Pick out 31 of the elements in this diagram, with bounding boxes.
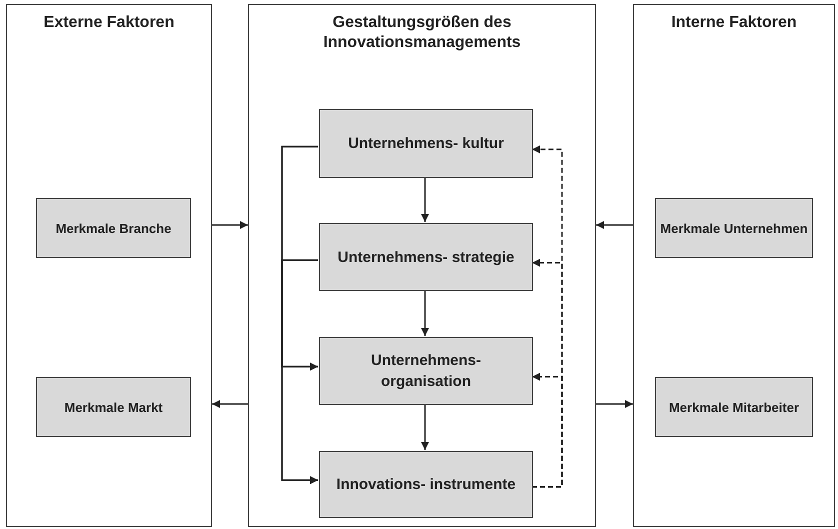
process-box <box>36 377 191 437</box>
arrow <box>212 221 248 229</box>
process-box <box>319 109 533 178</box>
arrow <box>421 290 429 336</box>
box-label: Unternehmens- strategie <box>336 248 516 268</box>
arrow <box>281 259 318 484</box>
box-label: Merkmale Mitarbeiter <box>668 398 800 416</box>
box-label: Merkmale Unternehmen <box>659 220 809 238</box>
dashed-arrow <box>532 372 563 488</box>
process-box <box>319 451 533 518</box>
group-panel <box>248 4 596 527</box>
box-label: Unternehmens- organisation <box>370 351 482 392</box>
arrow <box>421 404 429 450</box>
panel-title: Externe Faktoren <box>42 13 176 33</box>
arrow <box>596 221 633 229</box>
panel-title: Interne Faktoren <box>670 13 798 33</box>
group-panel <box>633 4 835 527</box>
arrow <box>421 177 429 222</box>
arrow <box>596 400 633 408</box>
group-panel <box>6 4 212 527</box>
box-label: Merkmale Branche <box>54 220 172 238</box>
box-label: Unternehmens- kultur <box>347 134 505 154</box>
process-box <box>655 377 813 437</box>
box-label: Innovations- instrumente <box>335 475 517 495</box>
process-box <box>36 198 191 258</box>
process-box <box>319 337 533 405</box>
panel-title: Gestaltungsgrößen des Innovationsmanagements <box>322 13 522 53</box>
process-box <box>655 198 813 258</box>
arrow <box>212 400 248 408</box>
process-box <box>319 223 533 291</box>
box-label: Merkmale Markt <box>63 398 164 416</box>
